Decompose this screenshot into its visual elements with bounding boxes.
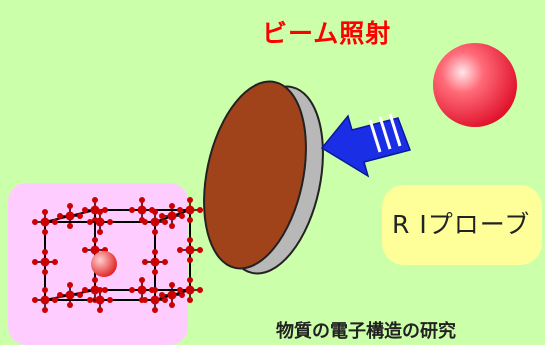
ri-probe-box <box>382 185 542 265</box>
research-caption: 物質の電子構造の研究 <box>276 321 456 342</box>
beam-irradiation-title: ビーム照射 <box>262 19 392 48</box>
lattice-atom <box>82 197 108 223</box>
target-disk-icon <box>203 80 324 275</box>
lattice-atom <box>32 209 58 235</box>
lattice-atom <box>177 277 203 303</box>
lattice-atom <box>32 287 58 313</box>
lattice-atom <box>57 203 83 229</box>
lattice-atom <box>57 282 83 308</box>
lattice-atom <box>142 209 168 235</box>
lattice-atom <box>177 237 203 263</box>
lattice-atom <box>87 209 113 235</box>
beam-arrow-icon <box>320 113 411 178</box>
crystal-lattice-icon <box>32 197 203 313</box>
ri-probe-label: R Iプローブ <box>392 210 531 239</box>
lattice-atom <box>32 249 58 275</box>
ri-probe-sphere-icon <box>433 43 517 127</box>
lattice-atom <box>159 282 185 308</box>
lattice-center-atom <box>91 251 117 277</box>
lattice-atom <box>159 203 185 229</box>
lattice-atom <box>87 287 113 313</box>
lattice-atom <box>177 197 203 223</box>
lattice-atom <box>142 249 168 275</box>
lattice-atom <box>129 277 155 303</box>
lattice-atom <box>129 197 155 223</box>
